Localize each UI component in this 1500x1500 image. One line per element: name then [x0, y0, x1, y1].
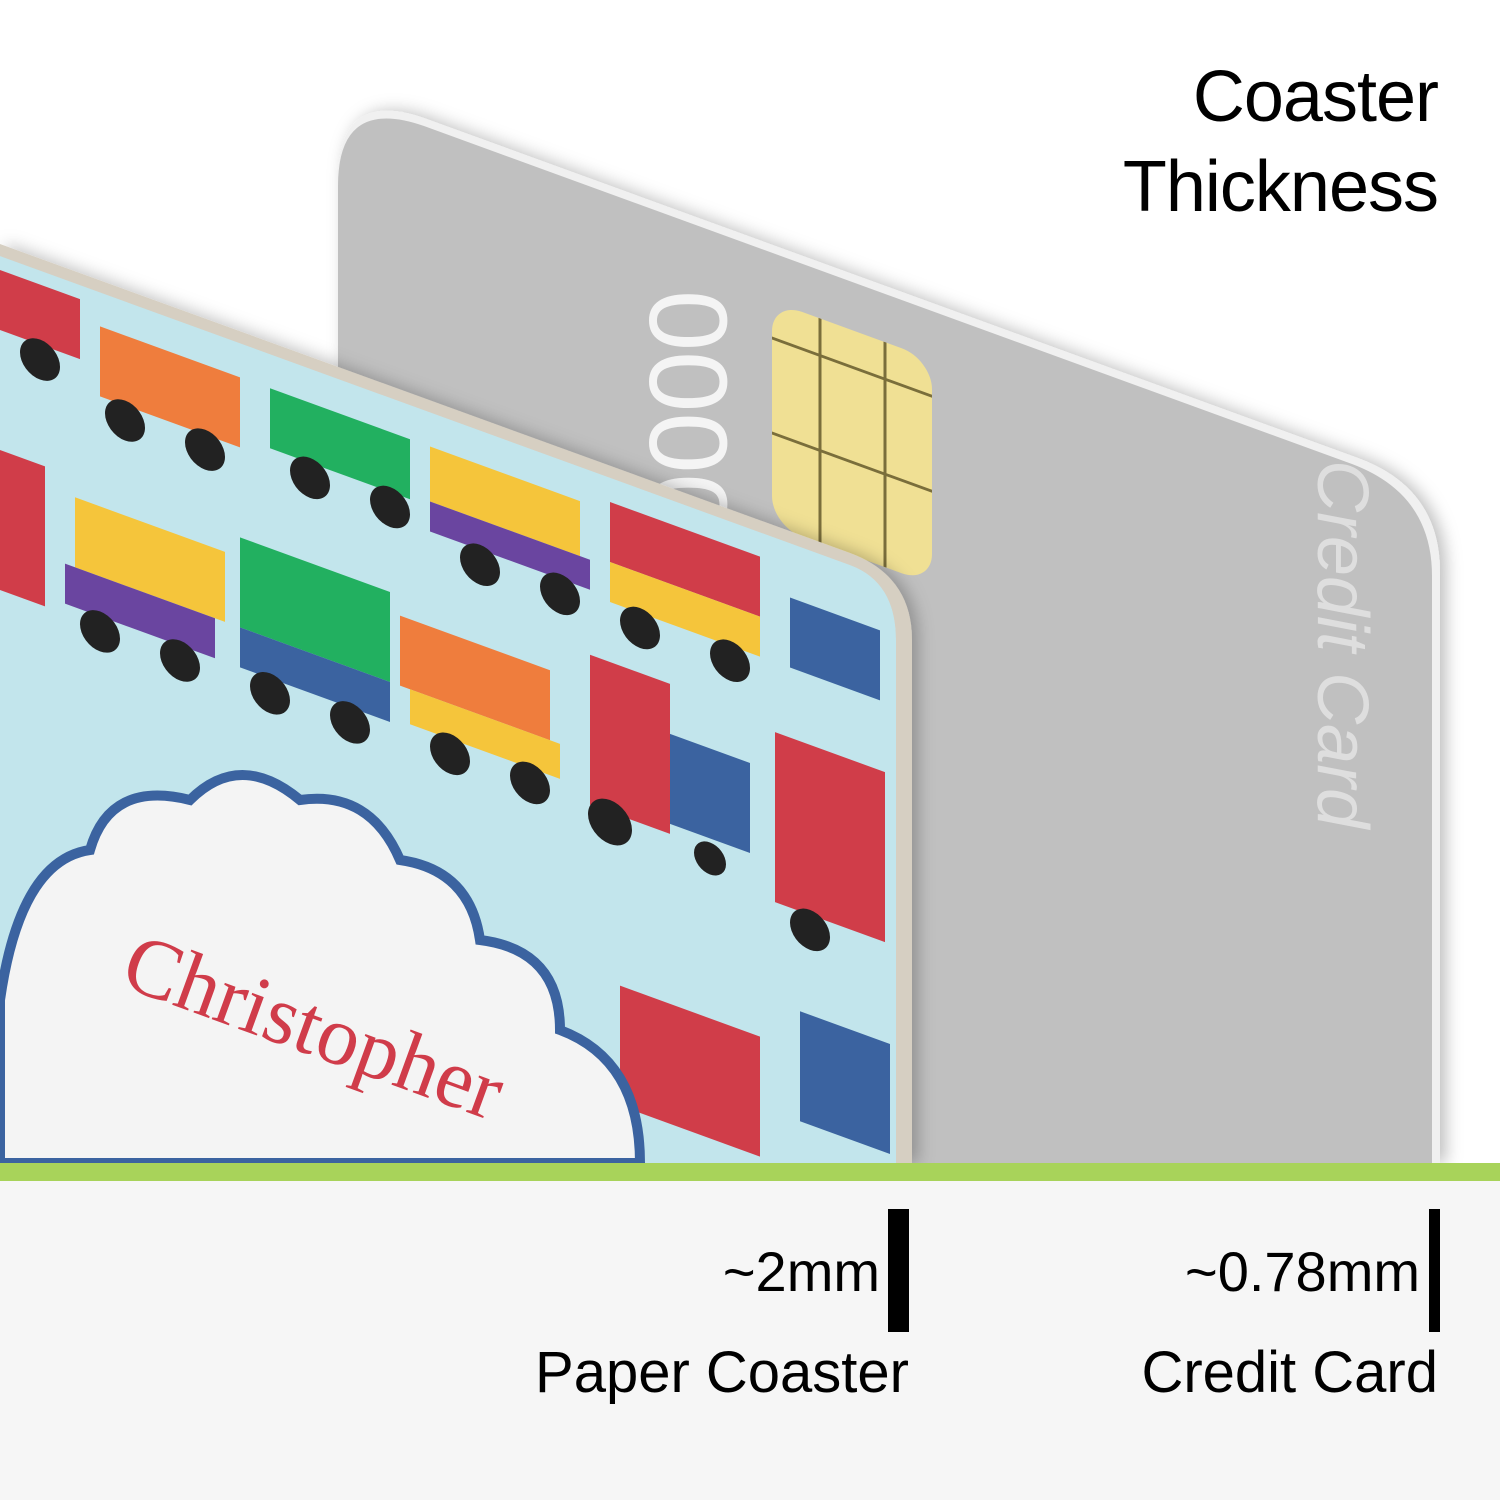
card-label-bottom: Credit Card	[1141, 1340, 1438, 1405]
page-title: Coaster Thickness	[1122, 52, 1439, 232]
measurement-panel	[0, 1181, 1500, 1500]
card-thickness-value: ~0.78mm	[1185, 1240, 1420, 1303]
card-thickness-bar	[1429, 1209, 1440, 1332]
coaster-label: Paper Coaster	[535, 1340, 909, 1405]
chip-icon	[772, 310, 932, 576]
train-pattern	[0, 270, 890, 1157]
coaster-thickness-bar	[888, 1209, 909, 1332]
paper-coaster	[0, 244, 912, 1163]
title-line-2: Thickness	[1122, 147, 1439, 227]
coaster-thickness-value: ~2mm	[722, 1240, 880, 1303]
comparison-illustration: 0000 Credit Card	[0, 110, 1440, 1163]
accent-divider	[0, 1163, 1500, 1181]
title-line-1: Coaster	[1192, 57, 1439, 137]
card-label: Credit Card	[1302, 460, 1382, 830]
name-cloud	[0, 770, 646, 1163]
